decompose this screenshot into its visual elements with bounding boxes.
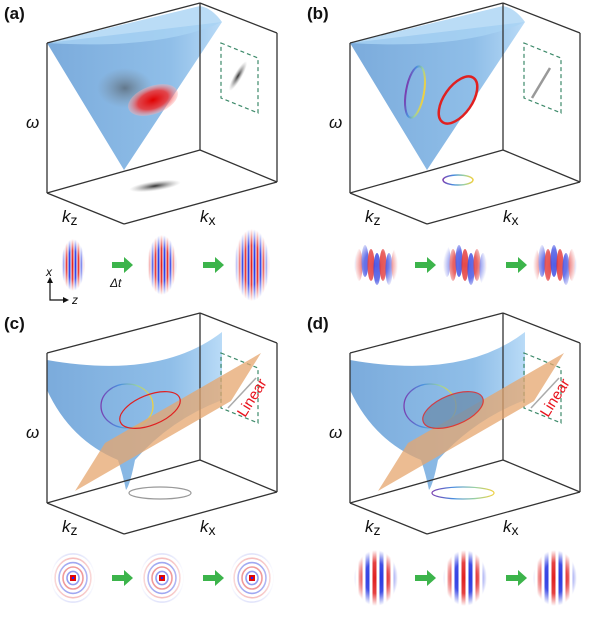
kz-axis-label: kz — [62, 517, 78, 538]
panel-b: (b) ω kz kx — [307, 2, 588, 285]
panel-label: (b) — [307, 4, 329, 23]
time-arrow-icon — [415, 257, 436, 273]
time-arrow-icon — [112, 257, 133, 273]
spectrum-ring-back — [404, 65, 426, 119]
projection-box — [523, 352, 562, 424]
spectrum-ring — [422, 391, 484, 429]
bottom-projection — [128, 486, 192, 500]
side-projection — [228, 61, 248, 91]
spectrum-ring-back — [100, 383, 154, 429]
time-arrow-icon — [506, 570, 527, 586]
coordinate-axes-icon — [49, 280, 66, 301]
kx-axis-label: kx — [503, 517, 519, 538]
bottom-projection — [129, 179, 181, 193]
time-step-label: Δt — [109, 276, 122, 290]
panel-label: (d) — [307, 314, 329, 333]
cone-rim — [47, 6, 222, 45]
time-arrow-icon — [415, 570, 436, 586]
x-coordinate-label: x — [45, 265, 53, 279]
z-coordinate-label: z — [71, 293, 78, 307]
side-projection — [227, 377, 257, 409]
kx-axis-label: kx — [503, 207, 519, 228]
wave-packet — [532, 245, 588, 285]
panel-label: (c) — [4, 314, 25, 333]
kx-axis-label: kx — [200, 517, 216, 538]
bottom-projection — [431, 486, 495, 500]
spectrum-ring — [119, 391, 181, 429]
wave-packet — [437, 245, 493, 285]
time-arrow-icon — [112, 570, 133, 586]
side-projection — [530, 377, 560, 409]
wave-packet — [136, 235, 187, 295]
omega-axis-label: ω — [26, 113, 39, 132]
wave-packet — [343, 245, 399, 285]
kz-axis-label: kz — [365, 207, 381, 228]
linear-plane — [378, 353, 564, 491]
wave-packet — [135, 548, 189, 608]
dispersion-bowl — [47, 332, 222, 490]
time-arrow-icon — [203, 570, 224, 586]
cone-rim — [350, 6, 525, 45]
time-arrow-icon — [203, 257, 224, 273]
projection-box — [523, 42, 562, 114]
wave-packet — [226, 229, 277, 301]
kz-axis-label: kz — [62, 207, 78, 228]
kx-axis-label: kx — [200, 207, 216, 228]
time-arrow-icon — [506, 257, 527, 273]
wave-packet — [47, 239, 98, 291]
axes-box — [349, 2, 581, 225]
axes-box — [349, 312, 581, 535]
bottom-projection — [442, 174, 474, 186]
wave-packet — [46, 548, 100, 608]
spectrum-ring — [437, 75, 479, 125]
omega-axis-label: ω — [26, 423, 39, 442]
axes-box — [46, 312, 278, 535]
omega-axis-label: ω — [329, 113, 342, 132]
omega-axis-label: ω — [329, 423, 342, 442]
projection-box — [220, 42, 259, 114]
panel-label: (a) — [4, 4, 25, 23]
wave-packet — [225, 548, 279, 608]
linear-plane — [75, 353, 261, 491]
axes-box — [46, 2, 278, 225]
side-projection — [530, 67, 552, 99]
kz-axis-label: kz — [365, 517, 381, 538]
wave-packet-spectrum — [128, 84, 178, 116]
dispersion-cone — [350, 22, 525, 170]
projection-box — [220, 352, 259, 424]
